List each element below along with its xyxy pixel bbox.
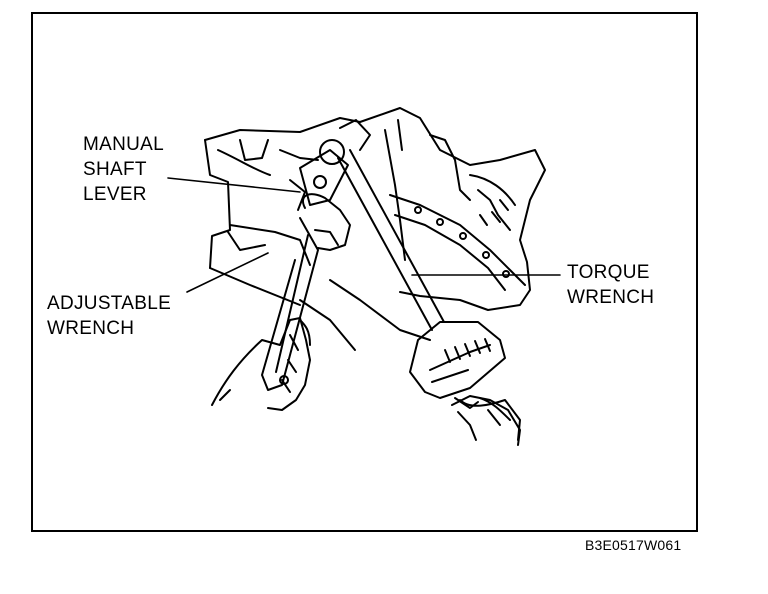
label-line: WRENCH	[47, 318, 135, 339]
adjustable-wrench-drawing	[261, 193, 351, 391]
figure-code: B3E0517W061	[585, 537, 682, 553]
leader-lines	[167, 177, 561, 293]
label-line: SHAFT	[83, 159, 147, 180]
label-manual-shaft-lever: MANUAL SHAFT LEVER	[83, 132, 164, 207]
label-line: WRENCH	[567, 287, 655, 308]
label-torque-wrench: TORQUE WRENCH	[567, 260, 654, 310]
transmission-case-drawing	[204, 107, 546, 351]
leader-manual-shaft-lever	[167, 177, 301, 193]
label-line: LEVER	[83, 184, 147, 205]
label-adjustable-wrench: ADJUSTABLE WRENCH	[47, 291, 171, 341]
label-line: ADJUSTABLE	[47, 293, 172, 314]
label-line: MANUAL	[83, 134, 164, 155]
torque-wrench-drawing	[319, 119, 521, 441]
manual-shaft-lever-drawing	[289, 149, 349, 211]
left-hand-drawing	[211, 317, 311, 411]
figure-frame	[31, 12, 698, 532]
right-hand-drawing	[451, 395, 521, 446]
label-line: TORQUE	[567, 262, 650, 283]
leader-adjustable-wrench	[186, 252, 269, 293]
